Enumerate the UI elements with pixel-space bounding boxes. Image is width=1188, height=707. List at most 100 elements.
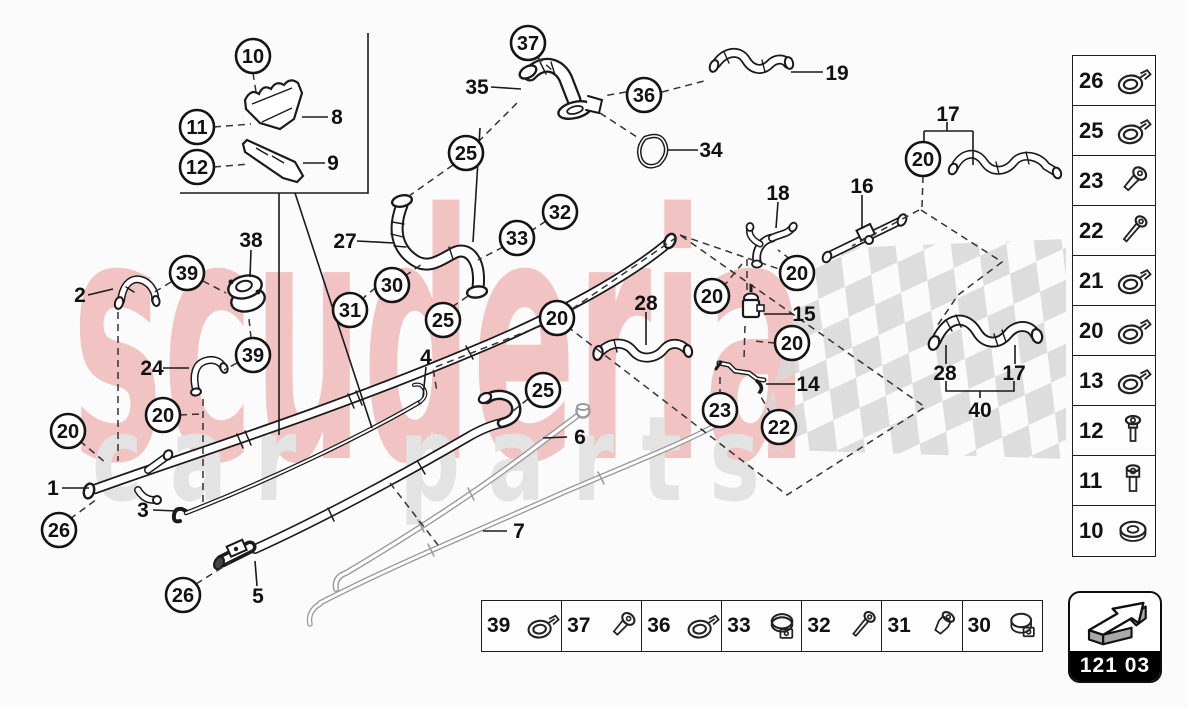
legend-item-36: 36 [641, 600, 723, 652]
part-hose-28 [592, 338, 694, 363]
part-code-box: 121 03 [1068, 591, 1162, 683]
callout-20: 20 [904, 140, 942, 178]
legend-item-number: 31 [887, 614, 911, 637]
svg-text:20: 20 [701, 286, 723, 308]
washer-icon [1113, 509, 1153, 553]
svg-text:31: 31 [339, 300, 361, 322]
diagram-arrow-icon [1087, 601, 1147, 646]
pipe-5 [212, 389, 522, 571]
part-hose-40 [927, 314, 1044, 351]
svg-text:25: 25 [532, 380, 554, 402]
part-hose-19 [708, 48, 795, 74]
svg-text:32: 32 [549, 202, 571, 224]
svg-text:36: 36 [633, 85, 655, 107]
bolt-icon [1113, 209, 1153, 253]
svg-text:20: 20 [912, 149, 934, 171]
callout-11: 11 [178, 108, 216, 146]
sidebar-item-number: 11 [1079, 467, 1103, 493]
part-gasket-34 [636, 133, 669, 169]
part-label-15: 15 [792, 303, 816, 326]
union-icon [923, 603, 961, 649]
callout-39: 39 [168, 254, 206, 292]
callout-31: 31 [331, 291, 369, 329]
watermark: scuderia car parts [72, 143, 807, 539]
sidebar-item-23: 23 [1072, 155, 1156, 207]
part-hose-27 [390, 194, 489, 299]
callout-20: 20 [693, 277, 731, 315]
part-elbow-35 [518, 57, 604, 120]
part-label-2: 2 [74, 284, 86, 307]
sidebar-item-number: 22 [1079, 217, 1104, 243]
svg-text:39: 39 [242, 345, 264, 367]
callout-30: 30 [373, 266, 411, 304]
callout-26: 26 [40, 511, 78, 549]
callout-25: 25 [524, 371, 562, 409]
part-label-40: 40 [968, 399, 991, 422]
legend-item-30: 30 [961, 600, 1044, 652]
callout-22: 22 [760, 408, 798, 446]
part-label-1: 1 [47, 477, 59, 500]
legend-item-number: 30 [967, 614, 991, 637]
spring-clamp-icon [1113, 359, 1153, 403]
bolt-icon [843, 603, 881, 649]
part-bracket-14 [714, 360, 767, 394]
spring-clamp-icon [683, 603, 721, 649]
svg-text:30: 30 [381, 275, 403, 297]
legend-item-number: 36 [647, 614, 671, 637]
spring-clamp-icon [1113, 309, 1153, 353]
callout-20: 20 [773, 324, 811, 362]
svg-text:20: 20 [152, 405, 174, 427]
legend-item-33: 33 [721, 600, 803, 652]
part-label-24: 24 [140, 357, 164, 380]
svg-text:20: 20 [786, 263, 808, 285]
part-label-7: 7 [513, 520, 525, 543]
callout-20: 20 [778, 254, 816, 292]
svg-text:22: 22 [768, 417, 790, 439]
part-code-label: 121 03 [1070, 651, 1160, 681]
legend-item-number: 33 [727, 614, 751, 637]
part-hose-2 [113, 275, 161, 310]
part-pipe-16 [821, 213, 908, 264]
part-label-19: 19 [825, 62, 848, 85]
svg-text:20: 20 [781, 333, 803, 355]
legend-item-39: 39 [481, 600, 563, 652]
spring-clamp-icon [1113, 259, 1153, 303]
sidebar-item-21: 21 [1072, 255, 1156, 307]
spring-clamp-icon [523, 603, 561, 649]
sidebar-item-10: 10 [1072, 505, 1156, 557]
svg-text:23: 23 [709, 400, 731, 422]
band-clamp-icon [1003, 603, 1041, 649]
part-hose-24 [190, 355, 229, 397]
sidebar-item-11: 11 [1072, 455, 1156, 507]
bracket-clamp-icon [763, 603, 801, 649]
callout-10: 10 [234, 37, 272, 75]
part-label-34: 34 [699, 139, 723, 162]
legend-item-number: 39 [487, 614, 511, 637]
sidebar-item-number: 10 [1079, 517, 1104, 543]
sidebar-item-26: 26 [1072, 55, 1156, 107]
sidebar-item-number: 20 [1079, 317, 1104, 343]
callout-32: 32 [541, 193, 579, 231]
screw-icon [603, 603, 641, 649]
part-bracket-8 [243, 79, 304, 131]
svg-text:25: 25 [432, 310, 454, 332]
callout-36: 36 [625, 76, 663, 114]
svg-text:39: 39 [176, 263, 198, 285]
callout-37: 37 [509, 24, 547, 62]
sidebar-item-20: 20 [1072, 305, 1156, 357]
svg-text:26: 26 [172, 585, 194, 607]
svg-text:33: 33 [506, 228, 528, 250]
sidebar-item-25: 25 [1072, 105, 1156, 157]
sidebar-item-number: 26 [1079, 67, 1104, 93]
part-label-17: 17 [1002, 362, 1025, 385]
sidebar-item-number: 25 [1079, 117, 1104, 143]
part-label-9: 9 [327, 152, 339, 175]
callout-25: 25 [424, 301, 462, 339]
part-label-8: 8 [331, 106, 343, 129]
legend-item-number: 37 [567, 614, 591, 637]
